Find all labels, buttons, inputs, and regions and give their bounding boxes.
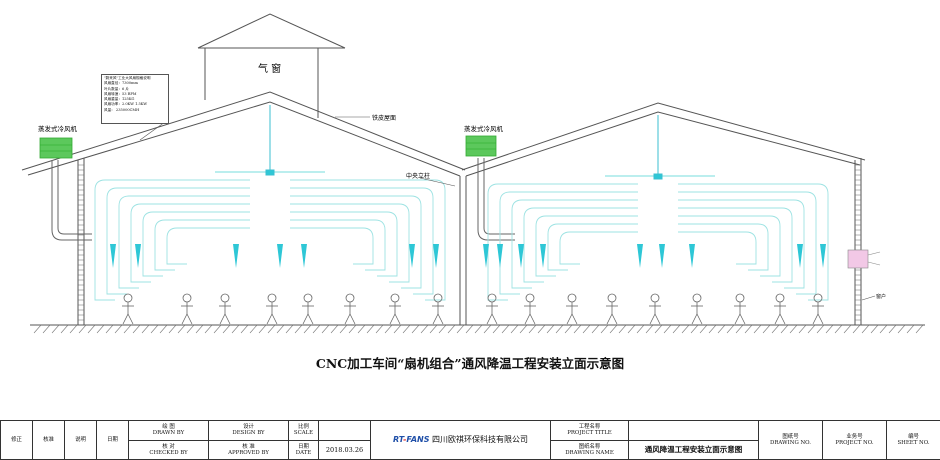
worker [389, 293, 401, 325]
building-left [21, 91, 467, 325]
window-label: 气 窗 [258, 62, 281, 75]
worker [432, 293, 444, 325]
nozzle [301, 244, 307, 268]
tb-date-value: 2018.03.26 [318, 439, 371, 460]
airflow-lines [94, 179, 829, 301]
spec-line: 风量： 235000CMH [104, 107, 140, 112]
nozzle [135, 244, 141, 268]
nozzle [659, 244, 665, 268]
tb-scale-value [318, 420, 371, 441]
worker [649, 293, 661, 325]
worker [122, 293, 134, 325]
worker [691, 293, 703, 325]
ground-hatching [33, 324, 924, 334]
ceiling-fan-left [215, 105, 325, 176]
nozzle [433, 244, 439, 268]
nozzle [277, 244, 283, 268]
tb-project-value [628, 420, 759, 441]
worker [734, 293, 746, 325]
worker [219, 293, 231, 325]
tb-revise: 修正 [0, 420, 33, 460]
tb-check: 核准 [32, 420, 65, 460]
nozzle [540, 244, 546, 268]
door-label: 窗户 [876, 293, 886, 300]
roof-window [197, 13, 346, 118]
spray-nozzles [110, 244, 826, 268]
worker [812, 293, 824, 325]
fan-spec-box: "蔚来风"工业大风扇规格说明 风扇直径：7300mm 叶片数量：6 片 风扇转速… [101, 74, 169, 124]
worker [524, 293, 536, 325]
nozzle [637, 244, 643, 268]
tb-drawing-name-value: 通风降温工程安装立面示意图 [628, 439, 759, 460]
wall-fan-right [847, 249, 881, 269]
spec-line: 风扇重量：125KG [104, 97, 135, 102]
nozzle [518, 244, 524, 268]
nozzle [497, 244, 503, 268]
worker [566, 293, 578, 325]
column-label: 中央立柱 [406, 172, 430, 180]
company-name: 四川欧祺环保科技有限公司 [432, 435, 529, 444]
worker [266, 293, 278, 325]
worker [486, 293, 498, 325]
nozzle [689, 244, 695, 268]
ceiling-fan-right [605, 115, 715, 180]
cooler-right-label: 蒸发式冷风机 [464, 124, 504, 133]
roof-label: 铁皮屋面 [372, 114, 396, 122]
workers [122, 293, 824, 325]
worker [774, 293, 786, 325]
nozzle [233, 244, 239, 268]
drawing-title: CNC加工车间“扇机组合”通风降温工程安装立面示意图 [315, 356, 625, 371]
nozzle [409, 244, 415, 268]
worker [344, 293, 356, 325]
spec-title: "蔚来风"工业大风扇规格说明 [104, 76, 151, 80]
cooler-left [39, 137, 92, 241]
company-logo: RT-FANS 四川欧祺环保科技有限公司 [370, 420, 551, 460]
spec-line: 风扇直径：7300mm [104, 81, 138, 86]
tb-date: 日期 [96, 420, 129, 460]
spec-line: 风扇转速：53 RPM [104, 91, 137, 96]
spec-line: 叶片数量：6 片 [104, 86, 129, 91]
worker [181, 293, 193, 325]
nozzle [797, 244, 803, 268]
worker [302, 293, 314, 325]
leader-lines [139, 116, 876, 301]
spec-line: 风扇功率：2.0KW 1.5KW [104, 102, 148, 107]
nozzle [110, 244, 116, 268]
tb-desc: 说明 [64, 420, 97, 460]
nozzle [820, 244, 826, 268]
nozzle [483, 244, 489, 268]
cooler-left-label: 蒸发式冷风机 [38, 124, 78, 133]
cooler-right [465, 135, 515, 241]
worker [606, 293, 618, 325]
building-right [461, 102, 866, 325]
